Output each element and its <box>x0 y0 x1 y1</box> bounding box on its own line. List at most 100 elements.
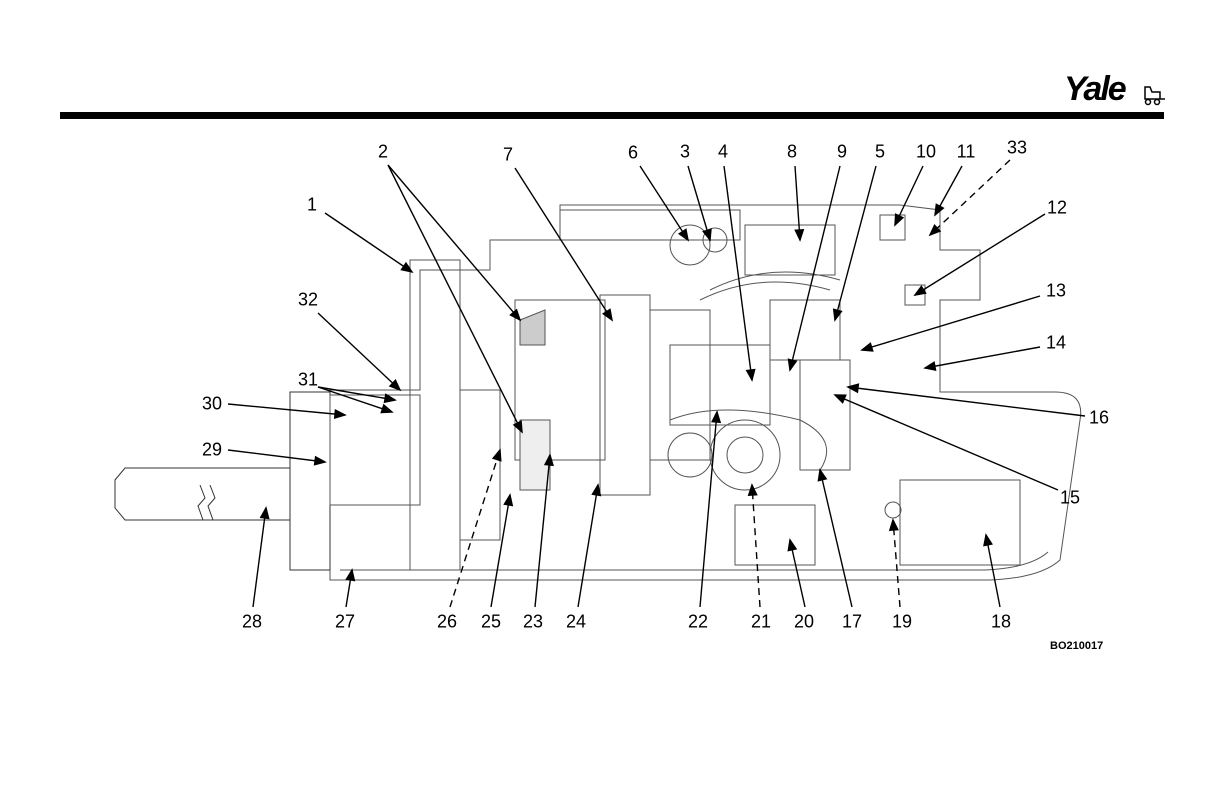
arrowhead-6 <box>677 228 690 242</box>
leader-line-24 <box>577 484 599 608</box>
leader-line-2 <box>387 164 521 321</box>
leader-line-30 <box>227 403 346 416</box>
arrowhead-22 <box>711 410 722 424</box>
leader-line-31 <box>317 386 396 401</box>
arrowhead-1 <box>400 261 414 274</box>
leader-line-26 <box>449 449 501 608</box>
arrowhead-16 <box>846 383 860 394</box>
leader-line-6 <box>639 165 689 241</box>
leader-line-14 <box>924 346 1041 369</box>
arrowhead-26 <box>491 448 502 462</box>
arrowhead-25 <box>503 493 514 507</box>
callout-31: 31 <box>297 369 319 390</box>
leader-line-29 <box>227 449 326 463</box>
callout-20: 20 <box>793 611 815 632</box>
leader-line-13 <box>861 295 1041 351</box>
yale-logo: Yale <box>1064 70 1127 108</box>
leader-line-5 <box>834 165 877 321</box>
arrowhead-4 <box>745 368 756 382</box>
callout-12: 12 <box>1046 197 1068 218</box>
callout-30: 30 <box>201 393 223 414</box>
arrowhead-28 <box>259 506 270 520</box>
leader-line-22 <box>699 411 718 608</box>
callout-32: 32 <box>297 289 319 310</box>
header-rule <box>60 112 1164 119</box>
leader-line-32 <box>317 312 401 391</box>
arrowhead-7 <box>602 308 614 322</box>
callout-25: 25 <box>480 611 502 632</box>
callout-19: 19 <box>891 611 913 632</box>
callout-33: 33 <box>1006 137 1028 158</box>
arrowhead-31 <box>383 393 397 404</box>
figure-id: BO210017 <box>1050 640 1104 652</box>
callout-10: 10 <box>915 141 937 162</box>
callout-4: 4 <box>717 141 729 162</box>
callout-13: 13 <box>1045 280 1067 301</box>
callout-3: 3 <box>679 141 691 162</box>
callout-15: 15 <box>1059 487 1081 508</box>
leader-line-10 <box>894 165 924 226</box>
callout-1: 1 <box>306 194 318 215</box>
arrowhead-29 <box>313 455 327 466</box>
leader-line-31 <box>317 386 393 413</box>
leader-line-19 <box>892 519 901 608</box>
arrowhead-30 <box>333 408 347 420</box>
leader-line-12 <box>914 213 1046 296</box>
engine-drawing-body <box>114 204 1082 581</box>
callout-24: 24 <box>565 611 587 632</box>
arrowhead-33 <box>928 224 942 237</box>
forklift-icon <box>1144 86 1165 106</box>
callout-5: 5 <box>874 141 886 162</box>
arrowhead-18 <box>983 533 993 547</box>
leader-line-4 <box>723 165 753 381</box>
leader-line-3 <box>687 165 711 241</box>
arrowhead-2 <box>509 308 522 322</box>
leader-line-18 <box>985 534 1001 608</box>
leader-line-25 <box>490 494 511 608</box>
callout-8: 8 <box>786 141 798 162</box>
leader-line-1 <box>324 212 413 273</box>
arrowhead-13 <box>860 342 874 352</box>
leader-line-8 <box>794 165 801 241</box>
leader-line-28 <box>252 507 267 608</box>
leader-line-20 <box>789 539 806 608</box>
callout-28: 28 <box>241 611 263 632</box>
arrowhead-19 <box>888 518 899 532</box>
callout-22: 22 <box>687 611 709 632</box>
arrowhead-20 <box>787 538 798 552</box>
arrowhead-21 <box>747 483 758 497</box>
arrowhead-10 <box>894 213 905 227</box>
arrowhead-9 <box>787 358 798 372</box>
leader-line-21 <box>751 484 761 608</box>
arrowhead-17 <box>817 468 828 482</box>
leader-line-7 <box>514 167 613 321</box>
arrowhead-24 <box>591 483 602 497</box>
arrowhead-8 <box>794 228 805 242</box>
leader-line-2 <box>387 164 523 433</box>
arrowhead-2 <box>512 420 523 434</box>
arrowhead-15 <box>833 394 847 404</box>
arrowhead-11 <box>934 203 945 217</box>
callout-2: 2 <box>377 141 389 162</box>
arrowhead-5 <box>832 308 843 322</box>
leader-line-9 <box>789 165 841 371</box>
arrowhead-23 <box>543 453 554 467</box>
callout-11: 11 <box>956 141 976 162</box>
callout-18: 18 <box>990 611 1012 632</box>
callout-9: 9 <box>836 141 848 162</box>
callout-16: 16 <box>1088 407 1110 428</box>
callout-6: 6 <box>627 142 639 163</box>
arrowhead-3 <box>702 228 712 242</box>
callout-17: 17 <box>841 611 863 632</box>
callout-26: 26 <box>436 611 458 632</box>
arrowhead-12 <box>913 285 927 296</box>
callout-21: 21 <box>750 611 772 632</box>
arrowhead-27 <box>345 568 356 582</box>
leader-line-23 <box>534 454 551 608</box>
leader-line-33 <box>929 159 1011 236</box>
leader-line-16 <box>847 386 1086 417</box>
arrowhead-32 <box>388 379 402 392</box>
callout-23: 23 <box>522 611 544 632</box>
callout-14: 14 <box>1045 332 1067 353</box>
